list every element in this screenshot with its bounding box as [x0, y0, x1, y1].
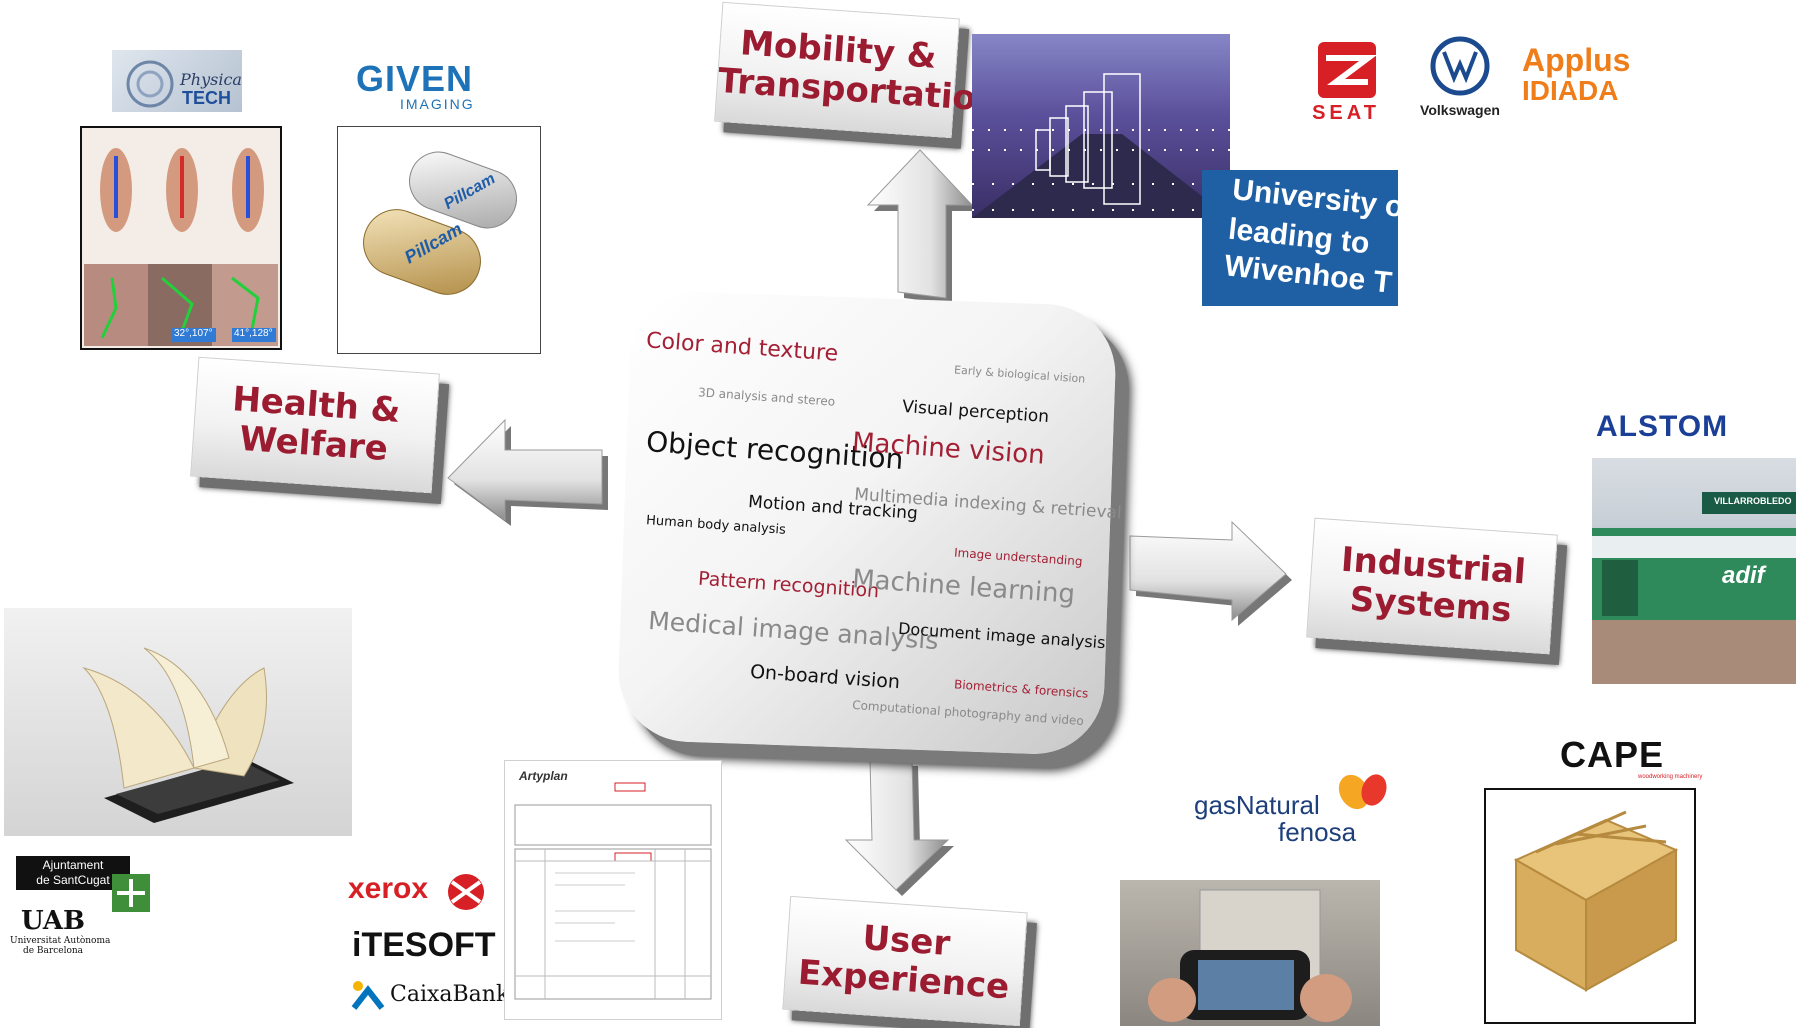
- physical-tech-mark-icon: [126, 60, 174, 108]
- applus-text: Applus: [1522, 42, 1631, 78]
- gas-natural-text: gasNatural: [1194, 790, 1320, 820]
- keyword: Visual perception: [901, 396, 1050, 428]
- physical-tech-logo: Physical TECH: [112, 50, 242, 112]
- sant-cugat-emblem-icon: [112, 874, 150, 912]
- arrow-down-icon: [844, 759, 954, 896]
- angle-label: 32°,107°: [174, 328, 213, 339]
- angle-label: 41°,128°: [234, 328, 273, 339]
- arrow-right-icon: [1129, 520, 1292, 626]
- wooden-pallet-illustration: [1513, 810, 1679, 992]
- invoice-table-illustration: [514, 782, 712, 1000]
- detection-boxes-illustration: [972, 73, 1230, 218]
- body-posture-illustration: [82, 128, 280, 346]
- adif-text: adif: [1722, 562, 1765, 589]
- ebook-illustration: [82, 647, 294, 823]
- meter-reading-photo: [1120, 880, 1380, 1026]
- body-analysis-photo: 32°,107° 41°,128°: [80, 126, 282, 350]
- pedestrian-detection-photo: [972, 34, 1230, 218]
- seat-emblem-icon: [1318, 42, 1377, 98]
- cape-logo: CAPE woodworking machinery: [1560, 734, 1702, 780]
- keyword: Human body analysis: [645, 513, 787, 538]
- itesoft-logo: iTESOFT: [352, 926, 496, 964]
- fenosa-text: fenosa: [1278, 817, 1357, 847]
- train-photo: VILLARROBLEDO adif: [1592, 458, 1796, 684]
- keyword: Computational photography and video: [851, 697, 1085, 729]
- ajuntament-text: de SantCugat: [36, 873, 110, 887]
- pallet-photo: [1484, 788, 1696, 1024]
- cape-tagline: woodworking machinery: [1638, 774, 1703, 780]
- uab-subtext: de Barcelona: [22, 946, 84, 956]
- butterfly-icon: [1338, 774, 1387, 810]
- ebook-tablet-photo: [4, 608, 352, 836]
- volkswagen-emblem-icon: [1430, 36, 1490, 96]
- xerox-text: xerox: [348, 872, 429, 905]
- gas-natural-fenosa-logo: gasNatural fenosa: [1194, 774, 1387, 848]
- physical-tech-text: TECH: [182, 88, 231, 108]
- uab-subtext: Universitat Autònoma: [10, 936, 111, 946]
- seat-logo: SEAT: [1296, 40, 1396, 124]
- arrow-left-icon: [447, 418, 608, 526]
- keyword: Medical image analysis: [647, 605, 940, 656]
- caixabank-star-icon: [351, 981, 385, 1010]
- physical-tech-text: Physical: [180, 70, 242, 89]
- uab-logo: UAB Universitat Autònoma de Barcelona: [10, 906, 111, 956]
- invoice-document-photo: Artyplan: [504, 760, 722, 1020]
- keyword: Early & biological vision: [953, 363, 1086, 386]
- given-text: GIVEN: [356, 58, 474, 99]
- applus-idiada-logo: Applus IDIADA: [1522, 42, 1630, 107]
- keyword: Machine learning: [851, 564, 1076, 610]
- seat-text: SEAT: [1312, 102, 1380, 124]
- given-subtext: IMAGING: [400, 96, 475, 112]
- volkswagen-text: Volkswagen: [1420, 102, 1500, 118]
- pillcam-photo: Pillcam Pillcam: [337, 126, 541, 354]
- meter-phone-illustration: [1148, 889, 1352, 1022]
- pillcam-capsule-illustration: [363, 151, 517, 295]
- xerox-logo: xerox: [348, 872, 484, 910]
- keyword: Image understanding: [953, 545, 1083, 569]
- given-imaging-logo: GIVEN IMAGING: [356, 58, 475, 112]
- cape-text: CAPE: [1560, 734, 1665, 775]
- xerox-sphere-icon: [448, 874, 484, 910]
- keyword: On-board vision: [749, 660, 901, 694]
- artyplan-text: Artyplan: [519, 769, 568, 783]
- uab-text: UAB: [20, 906, 86, 936]
- idiada-text: IDIADA: [1522, 75, 1619, 106]
- volkswagen-logo: Volkswagen: [1412, 36, 1508, 122]
- keyword: Biometrics & forensics: [953, 677, 1089, 701]
- train-illustration: [1592, 492, 1796, 684]
- caixabank-text: CaixaBank: [390, 982, 510, 1007]
- arrow-up-icon: [866, 149, 978, 304]
- ajuntament-text: Ajuntament: [42, 858, 104, 872]
- road-sign-photo: University o leading to Wivenhoe T: [1202, 170, 1398, 306]
- ajuntament-sant-cugat-logo: Ajuntament de SantCugat: [16, 856, 150, 912]
- keyword: 3D analysis and stereo: [697, 385, 836, 409]
- alstom-logo: ALSTOM: [1596, 410, 1729, 443]
- keyword: Color and texture: [645, 328, 839, 367]
- station-sign-text: VILLARROBLEDO: [1714, 496, 1792, 506]
